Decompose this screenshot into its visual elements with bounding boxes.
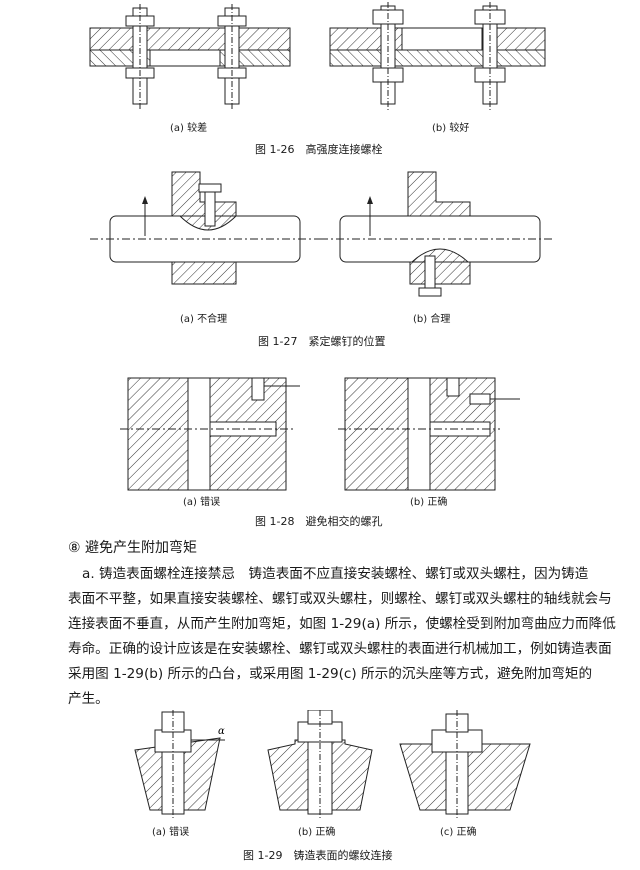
fig127-sub-a: (a) 不合理	[180, 314, 228, 325]
bolt-on-boss-correct	[267, 710, 373, 820]
figure-1-29-drawing: α	[134, 710, 531, 820]
fig126-sub-b: (b) 较好	[432, 123, 470, 134]
fig128-sub-b: (b) 正确	[410, 497, 448, 508]
fig128-caption: 图 1-28 避免相交的螺孔	[255, 515, 383, 528]
figure-1-27-drawing	[90, 171, 555, 297]
set-screw-right	[320, 171, 555, 297]
figure-1-29: α (a) 错误 (b) 正确 (c) 正确 图 1-29 铸造表面的螺纹连接	[0, 710, 640, 870]
fig127-sub-b: (b) 合理	[413, 314, 451, 325]
figure-1-28-drawing	[120, 377, 520, 491]
crossing-holes-right	[338, 377, 520, 491]
fig126-caption: 图 1-26 高强度连接螺栓	[255, 143, 383, 156]
section-body: a. 铸造表面螺栓连接禁忌 铸造表面不应直接安装螺栓、螺钉或双头螺柱，因为铸造 …	[68, 562, 640, 712]
bolted-plates-left	[89, 4, 291, 110]
alpha-label: α	[218, 726, 225, 737]
fig126-sub-a: (a) 较差	[170, 123, 208, 134]
figure-1-27: (a) 不合理 (b) 合理 图 1-27 紧定螺钉的位置	[0, 160, 640, 350]
fig128-sub-a: (a) 错误	[183, 497, 221, 508]
body-line: 寿命。正确的设计应该是在安装螺栓、螺钉或双头螺柱的表面进行机械加工，例如铸造表面	[68, 641, 612, 657]
crossing-holes-wrong	[120, 377, 300, 491]
body-line: 表面不平整，如果直接安装螺栓、螺钉或双头螺柱，则螺栓、螺钉或双头螺柱的轴线就会与	[68, 591, 612, 607]
bolt-on-cast-surface-wrong	[134, 710, 225, 820]
body-line: 采用图 1-29(b) 所示的凸台，或采用图 1-29(c) 所示的沉头座等方式…	[68, 666, 593, 682]
figure-1-26: (a) 较差 (b) 较好 图 1-26 高强度连接螺栓	[0, 0, 640, 160]
fig129-caption: 图 1-29 铸造表面的螺纹连接	[243, 849, 393, 862]
bolted-plates-right	[329, 2, 546, 110]
bolt-on-spotface-correct	[399, 710, 531, 820]
fig129-sub-b: (b) 正确	[298, 827, 336, 838]
fig127-caption: 图 1-27 紧定螺钉的位置	[258, 335, 386, 348]
body-line: a. 铸造表面螺栓连接禁忌 铸造表面不应直接安装螺栓、螺钉或双头螺柱，因为铸造	[82, 566, 589, 582]
fig129-sub-c: (c) 正确	[440, 827, 477, 838]
figure-1-28: (a) 错误 (b) 正确 图 1-28 避免相交的螺孔	[0, 360, 640, 530]
set-screw-left	[90, 171, 320, 285]
section-heading: ⑧ 避免产生附加弯矩	[68, 540, 198, 556]
body-line: 连接表面不垂直，从而产生附加弯矩，如图 1-29(a) 所示，使螺栓受到附加弯曲…	[68, 616, 616, 632]
fig129-sub-a: (a) 错误	[152, 827, 190, 838]
body-line: 产生。	[68, 691, 109, 707]
figure-1-26-drawing	[89, 2, 546, 110]
